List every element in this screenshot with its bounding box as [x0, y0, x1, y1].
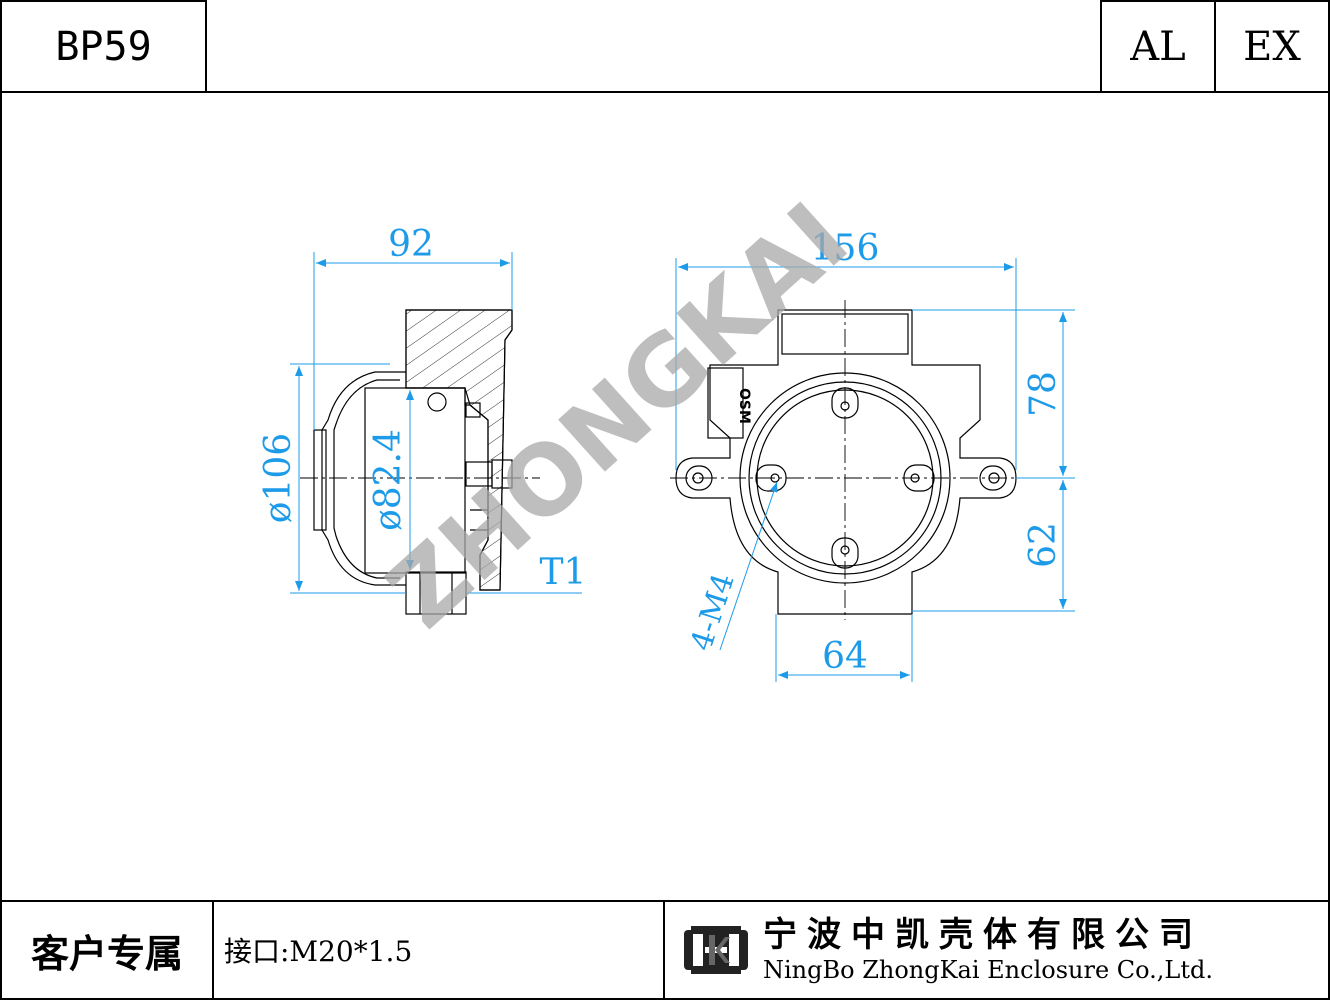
front-view: [670, 300, 1020, 620]
front-width-dim: 156: [811, 228, 880, 269]
front-marking: OSM: [736, 388, 752, 424]
side-view-dimensions: [290, 252, 582, 594]
customer-label: 客户专属: [0, 900, 214, 1000]
company-logo-icon: [684, 926, 748, 974]
thread-label: T1: [540, 552, 587, 593]
company-block: 宁波中凯壳体有限公司 NingBo ZhongKai Enclosure Co.…: [663, 900, 1330, 1000]
watermark: ZHONGKAI: [367, 181, 869, 649]
code-ex: EX: [1214, 0, 1330, 93]
company-name-cn: 宁波中凯壳体有限公司: [763, 915, 1203, 956]
company-name-en: NingBo ZhongKai Enclosure Co.,Ltd.: [763, 956, 1213, 984]
upper-height-dim: 78: [1023, 371, 1064, 417]
lower-height-dim: 62: [1023, 522, 1064, 568]
outer-diameter-dim: ø106: [258, 433, 299, 523]
bottom-width-dim: 64: [822, 636, 868, 677]
front-view-dimensions: [675, 258, 1075, 682]
inner-diameter-dim: ø82.4: [368, 429, 409, 531]
interface-spec: 接口:M20*1.5: [212, 900, 665, 1000]
side-width-dim: 92: [388, 224, 434, 265]
